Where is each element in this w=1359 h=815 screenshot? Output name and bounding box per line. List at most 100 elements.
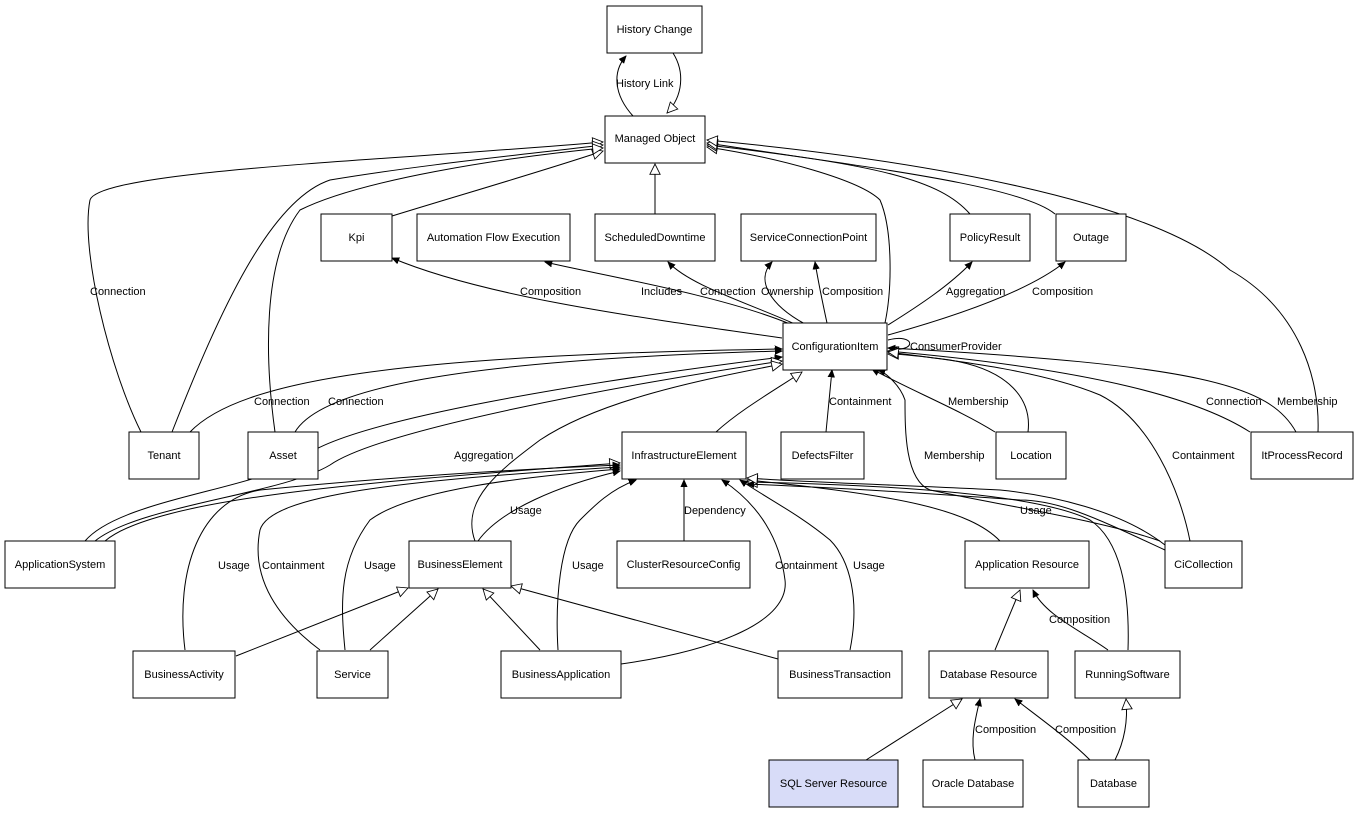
node-label: History Change: [617, 24, 693, 36]
label-tenant-connection: Connection: [90, 286, 146, 298]
node-label: Managed Object: [615, 133, 696, 145]
node-label: BusinessApplication: [512, 669, 610, 681]
edge-runningsoftware-to-infra: [747, 482, 1129, 651]
node-application-resource[interactable]: Application Resource: [964, 540, 1090, 589]
edge-policyresult-to-managedobject: [707, 145, 971, 215]
edge-service-to-infra-containment: [257, 467, 620, 651]
label-cc-membership: Membership: [924, 450, 985, 462]
node-managed-object[interactable]: Managed Object: [604, 115, 706, 164]
node-label: Database Resource: [940, 669, 1037, 681]
label-bapp-usage: Usage: [572, 560, 604, 572]
label-loc-membership: Membership: [948, 396, 1009, 408]
node-location[interactable]: Location: [995, 431, 1067, 480]
node-label: Oracle Database: [932, 778, 1015, 790]
edge-service-to-infra-usage: [342, 469, 620, 651]
node-defects-filter[interactable]: DefectsFilter: [780, 431, 865, 480]
node-label: ItProcessRecord: [1261, 450, 1342, 462]
node-it-process-record[interactable]: ItProcessRecord: [1250, 431, 1354, 480]
label-crc-dependency: Dependency: [684, 505, 746, 517]
label-ipr-membership: Membership: [1277, 396, 1338, 408]
node-label: BusinessTransaction: [789, 669, 891, 681]
node-business-transaction[interactable]: BusinessTransaction: [777, 650, 903, 699]
edge-databaseresource-to-appresource: [994, 590, 1020, 651]
edge-tenant-to-managedobject: [87, 142, 603, 433]
edge-tenant-to-ci: [189, 349, 782, 433]
node-configuration-item[interactable]: ConfigurationItem: [782, 322, 888, 371]
node-label: ScheduledDowntime: [605, 232, 706, 244]
node-business-activity[interactable]: BusinessActivity: [132, 650, 236, 699]
edge-runningsoftware-to-appresource: [1032, 590, 1109, 651]
node-infrastructure-element[interactable]: InfrastructureElement: [621, 431, 747, 480]
node-ci-collection[interactable]: CiCollection: [1164, 540, 1243, 589]
node-label: Asset: [269, 450, 297, 462]
node-service-connection-point[interactable]: ServiceConnectionPoint: [740, 213, 877, 262]
edge-businessapp-to-infra-usage: [556, 480, 636, 651]
label-be-usage: Usage: [510, 505, 542, 517]
node-label: Application Resource: [975, 559, 1079, 571]
label-pr-aggregation: Aggregation: [946, 286, 1005, 298]
node-label: SQL Server Resource: [780, 778, 887, 790]
edges: [84, 52, 1319, 761]
node-database-resource[interactable]: Database Resource: [928, 650, 1049, 699]
node-history-change[interactable]: History Change: [606, 5, 703, 54]
node-outage[interactable]: Outage: [1055, 213, 1127, 262]
edge-cicollection-to-ci-membership: [878, 370, 1161, 542]
node-label: Outage: [1073, 232, 1109, 244]
label-cc-containment: Containment: [1172, 450, 1234, 462]
node-cluster-resource-config[interactable]: ClusterResourceConfig: [616, 540, 751, 589]
label-consumer-provider: ConsumerProvider: [910, 341, 1002, 353]
node-label: RunningSoftware: [1085, 669, 1169, 681]
node-business-application[interactable]: BusinessApplication: [500, 650, 622, 699]
node-business-element[interactable]: BusinessElement: [408, 540, 512, 589]
label-od-composition: Composition: [975, 724, 1036, 736]
node-asset[interactable]: Asset: [247, 431, 319, 480]
label-bt-usage: Usage: [853, 560, 885, 572]
node-sql-server-resource[interactable]: SQL Server Resource: [768, 759, 899, 808]
label-svc-containment: Containment: [262, 560, 324, 572]
node-automation-flow-execution[interactable]: Automation Flow Execution: [416, 213, 571, 262]
edge-sqlserver-to-databaseresource: [865, 699, 962, 761]
edge-businesstransaction-to-businesselement: [511, 586, 779, 660]
node-running-software[interactable]: RunningSoftware: [1074, 650, 1181, 699]
label-outage-composition: Composition: [1032, 286, 1093, 298]
edge-itprocessrecord-to-managedobject: [707, 140, 1319, 433]
edge-history-link-down: [667, 52, 682, 113]
edge-kpi-to-managedobject: [391, 151, 603, 217]
node-label: ClusterResourceConfig: [627, 559, 741, 571]
edge-appsystem2-to-ci: [94, 361, 782, 542]
node-database[interactable]: Database: [1077, 759, 1150, 808]
label-history-link: History Link: [616, 78, 674, 90]
edge-labels: History Link Connection Composition Incl…: [90, 78, 1338, 736]
node-label: Tenant: [147, 450, 180, 462]
node-label: BusinessActivity: [144, 669, 224, 681]
node-service[interactable]: Service: [316, 650, 389, 699]
node-application-system[interactable]: ApplicationSystem: [4, 540, 116, 589]
node-label: Kpi: [349, 232, 365, 244]
node-scheduled-downtime[interactable]: ScheduledDowntime: [594, 213, 716, 262]
node-tenant[interactable]: Tenant: [128, 431, 200, 480]
node-label: InfrastructureElement: [631, 450, 736, 462]
edge-itprocessrecord-to-ci-connection: [888, 351, 1251, 433]
label-kpi-composition: Composition: [520, 286, 581, 298]
label-tenant-ci-connection: Connection: [254, 396, 310, 408]
edge-businesstransaction-to-infra: [740, 480, 855, 651]
node-label: DefectsFilter: [792, 450, 854, 462]
label-bapp-containment: Containment: [775, 560, 837, 572]
label-cc-usage: Usage: [1020, 505, 1052, 517]
edge-businessapp-to-businesselement: [483, 589, 541, 651]
edge-appsystem-to-ci: [84, 357, 782, 542]
edge-ci-to-managedobject: [707, 147, 891, 324]
edge-defectsfilter-to-ci: [825, 370, 832, 433]
edge-cicollection-to-infra-2: [747, 478, 1166, 546]
edge-outage-to-managedobject: [707, 143, 1056, 215]
node-label: Automation Flow Execution: [427, 232, 560, 244]
edge-ci-to-scp-ownership: [765, 262, 806, 325]
node-policy-result[interactable]: PolicyResult: [949, 213, 1031, 262]
edge-service-to-businesselement: [369, 589, 438, 651]
label-scp-ownership: Ownership: [761, 286, 814, 298]
node-oracle-database[interactable]: Oracle Database: [922, 759, 1024, 808]
edge-ci-to-policyresult: [887, 262, 972, 326]
edge-infrastructure-to-ci: [715, 372, 802, 433]
edge-businessactivity-to-businesselement: [235, 588, 408, 657]
node-kpi[interactable]: Kpi: [320, 213, 393, 262]
